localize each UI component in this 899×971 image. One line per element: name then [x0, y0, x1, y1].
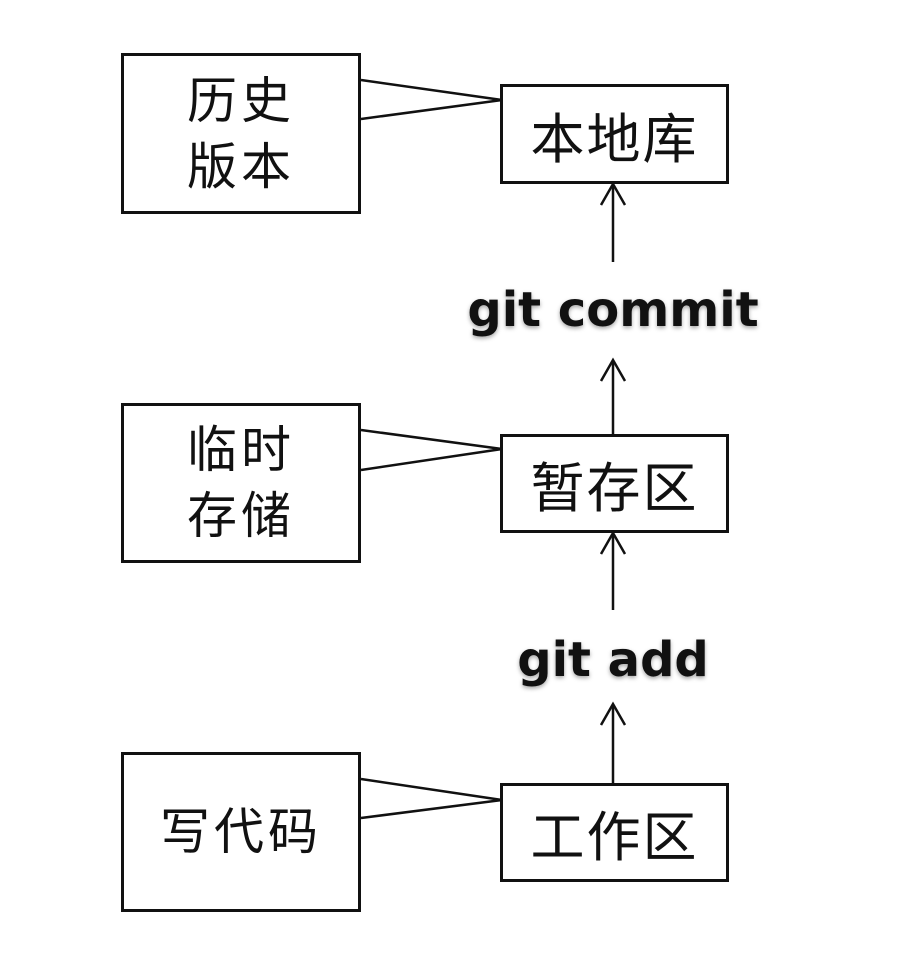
arrow-add-to-staging [599, 530, 627, 610]
note-write-code: 写代码 [121, 752, 361, 912]
callout-temp-to-staging [360, 428, 503, 472]
stage-staging-area: 暂存区 [500, 434, 729, 533]
stage-local-repo-label: 本地库 [530, 107, 699, 171]
note-history-line-1: 历史 [187, 71, 295, 130]
stage-staging-area-label: 暂存区 [530, 457, 699, 520]
arrow-staging-to-commit [599, 357, 627, 436]
note-history-version: 历史 版本 [121, 53, 361, 214]
note-temp-line-1: 临时 [187, 421, 295, 479]
note-temp-line-2: 存储 [187, 487, 295, 545]
stage-working-dir: 工作区 [500, 783, 729, 882]
callout-history-to-local-repo [360, 78, 503, 121]
stage-local-repo: 本地库 [500, 84, 729, 184]
command-git-commit: git commit [467, 282, 759, 338]
arrow-commit-to-local-repo [599, 181, 627, 262]
note-history-line-2: 版本 [187, 137, 295, 196]
stage-working-dir-label: 工作区 [530, 806, 699, 869]
note-write-code-label: 写代码 [160, 803, 322, 861]
note-temp-storage: 临时 存储 [121, 403, 361, 563]
arrow-working-to-add [599, 701, 627, 783]
callout-code-to-working [360, 777, 503, 820]
command-git-add: git add [517, 632, 709, 688]
